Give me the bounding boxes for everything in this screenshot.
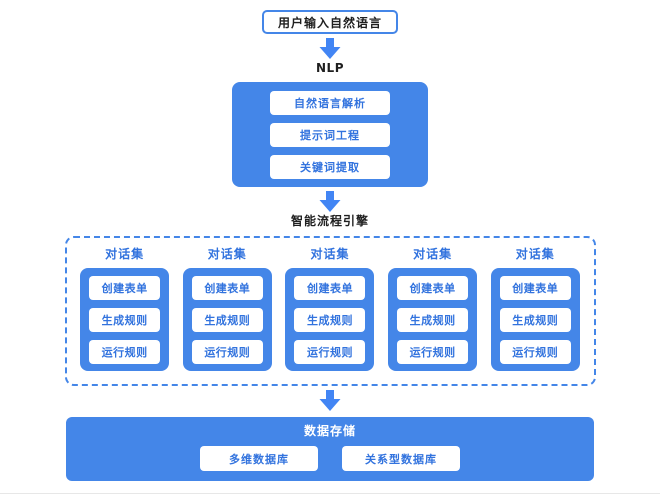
nlp-step: 关键词提取 [270,154,390,179]
database-node: 多维数据库 [200,446,318,471]
dialog-column-label: 对话集 [310,247,350,261]
engine-group: 对话集 创建表单 生成规则 运行规则 对话集 创建表单 生成规则 运行规则 对话… [64,236,596,386]
dialog-step: 创建表单 [499,275,571,300]
nlp-group: 自然语言解析 提示词工程 关键词提取 [232,82,428,187]
nlp-stage-label: NLP [316,61,344,75]
dialog-step: 创建表单 [89,275,161,300]
arrow-down-icon [319,390,341,411]
dialog-column: 对话集 创建表单 生成规则 运行规则 [285,247,375,371]
database-node: 关系型数据库 [342,446,460,471]
dialog-column-box: 创建表单 生成规则 运行规则 [80,268,170,371]
dialog-column-box: 创建表单 生成规则 运行规则 [388,268,478,371]
dialog-column: 对话集 创建表单 生成规则 运行规则 [182,247,272,371]
user-input-node: 用户输入自然语言 [261,10,398,34]
dialog-column-label: 对话集 [515,247,555,261]
dialog-column: 对话集 创建表单 生成规则 运行规则 [490,247,580,371]
dialog-column-box: 创建表单 生成规则 运行规则 [182,268,272,371]
dialog-step: 运行规则 [191,339,263,364]
dialog-step: 运行规则 [397,339,469,364]
nlp-step: 自然语言解析 [270,90,390,115]
nlp-step-label: 提示词工程 [300,128,360,142]
dialog-step: 创建表单 [191,275,263,300]
storage-group: 数据存储 多维数据库 关系型数据库 [66,417,594,481]
dialog-column-label: 对话集 [207,247,247,261]
dialog-column-label: 对话集 [413,247,453,261]
dialog-step: 创建表单 [397,275,469,300]
dialog-step: 生成规则 [191,307,263,332]
dialog-column: 对话集 创建表单 生成规则 运行规则 [388,247,478,371]
arrow-down-icon [319,191,341,212]
storage-title: 数据存储 [303,424,356,438]
dialog-column-box: 创建表单 生成规则 运行规则 [285,268,375,371]
dialog-step: 生成规则 [294,307,366,332]
dialog-step: 生成规则 [499,307,571,332]
divider [0,493,660,494]
dialog-step: 生成规则 [397,307,469,332]
engine-stage-label: 智能流程引擎 [290,214,369,228]
dialog-column-label: 对话集 [105,247,145,261]
dialog-column: 对话集 创建表单 生成规则 运行规则 [80,247,170,371]
dialog-step: 创建表单 [294,275,366,300]
user-input-label: 用户输入自然语言 [277,15,382,30]
dialog-column-box: 创建表单 生成规则 运行规则 [490,268,580,371]
nlp-step-label: 自然语言解析 [294,96,366,110]
storage-row: 多维数据库 关系型数据库 [200,446,460,471]
dialog-step: 生成规则 [89,307,161,332]
dialog-step: 运行规则 [499,339,571,364]
nlp-step-label: 关键词提取 [300,160,360,174]
arrow-down-icon [319,38,341,59]
nlp-step: 提示词工程 [270,122,390,147]
dialog-step: 运行规则 [294,339,366,364]
dialog-step: 运行规则 [89,339,161,364]
